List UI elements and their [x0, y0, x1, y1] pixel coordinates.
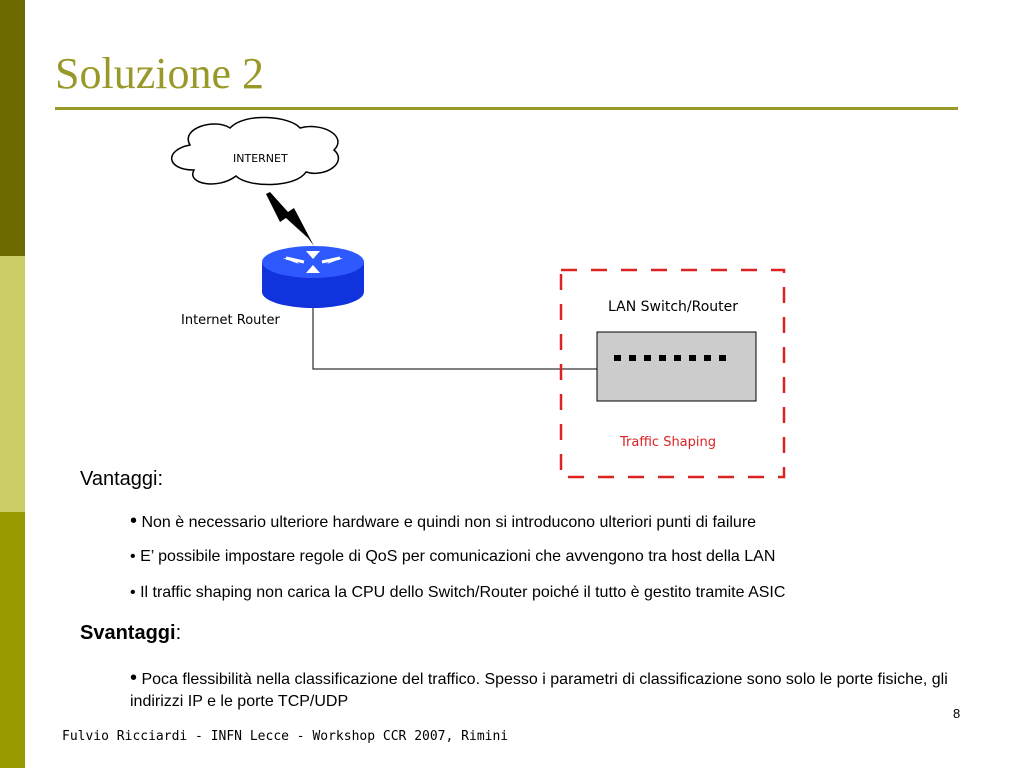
slide-footer: Fulvio Ricciardi - INFN Lecce - Workshop… — [62, 729, 509, 744]
switch-icon — [596, 331, 757, 402]
router-label: Internet Router — [181, 313, 280, 328]
side-bar-middle — [0, 256, 25, 512]
advantage-item-1: • Non è necessario ulteriore hardware e … — [130, 510, 757, 532]
internet-cloud-icon — [171, 116, 340, 186]
lightning-bolt-icon — [266, 192, 314, 246]
side-bar-bottom — [0, 512, 25, 768]
advantage-item-3: • Il traffic shaping non carica la CPU d… — [130, 584, 786, 601]
internet-label: INTERNET — [233, 152, 288, 165]
title-underline — [55, 107, 958, 110]
page-number: 8 — [953, 706, 961, 721]
network-link — [312, 308, 598, 370]
router-icon — [262, 246, 364, 308]
disadvantage-item-1: • Poca flessibilità nella classificazion… — [130, 667, 948, 710]
advantage-item-2: • E’ possibile impostare regole di QoS p… — [130, 548, 776, 565]
switch-label: LAN Switch/Router — [608, 299, 738, 315]
traffic-shaping-boundary — [559, 268, 786, 479]
advantages-heading: Vantaggi: — [80, 468, 164, 490]
traffic-shaping-label: Traffic Shaping — [619, 435, 716, 450]
slide-title: Soluzione 2 — [55, 49, 264, 98]
side-bar-top — [0, 0, 25, 256]
disadvantages-heading: Svantaggi: — [80, 622, 182, 644]
